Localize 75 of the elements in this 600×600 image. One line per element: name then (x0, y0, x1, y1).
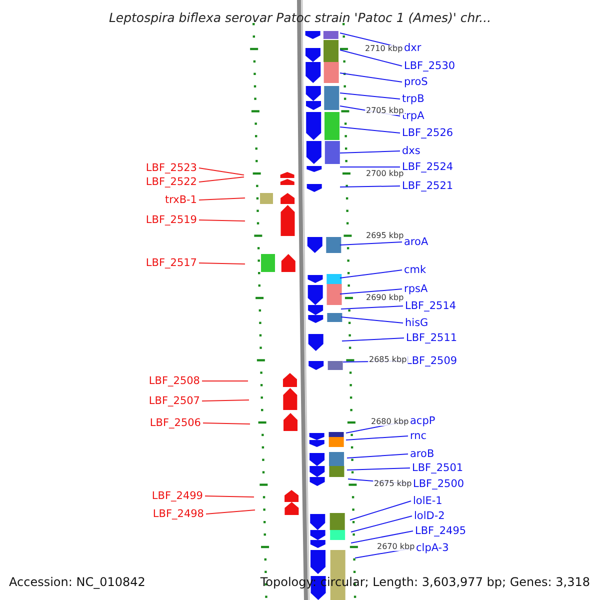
gene-label: acpP (410, 416, 436, 426)
leader-line (340, 72, 402, 82)
gene-label: trpA (402, 110, 424, 122)
gene-label: rpsA (404, 284, 428, 294)
gene-label: LBF_2522 (146, 176, 197, 188)
leader-line (340, 316, 404, 324)
gene-label: LBF_2524 (402, 162, 454, 172)
leader-line (342, 338, 404, 342)
leader-line (346, 468, 410, 470)
gene-label: LBF_2501 (412, 462, 464, 474)
scale-tick-label: 2685 kbp (368, 356, 408, 364)
leader-line (340, 186, 400, 188)
gene-label: LBF_2521 (402, 180, 454, 192)
gene-label: trpB (402, 94, 424, 104)
gene-label: LBF_2506 (150, 418, 201, 428)
gene-label: cmk (404, 264, 426, 276)
gene-label: LBF_2514 (405, 300, 456, 312)
leader-line (340, 50, 402, 66)
gene-label: hisG (405, 318, 428, 328)
leader-line (340, 126, 400, 134)
leader-line (340, 306, 404, 310)
gene-label: rnc (410, 430, 427, 442)
gene-label: LBF_2499 (152, 490, 203, 502)
scale-tick-label: 2690 kbp (365, 294, 405, 302)
leader-line (346, 454, 408, 458)
gene-label: dxs (402, 146, 420, 156)
gene-label: lolD-2 (414, 510, 445, 522)
gene-label: aroA (404, 236, 428, 248)
scale-tick-label: 2695 kbp (365, 232, 405, 240)
gene-label: lolE-1 (413, 496, 442, 506)
leader-line (340, 270, 402, 278)
gene-label: LBF_2495 (415, 526, 466, 536)
leader-line (198, 220, 246, 222)
leader-line (202, 380, 248, 382)
scale-tick-label: 2680 kbp (370, 418, 410, 426)
leader-line (346, 436, 408, 440)
scale-tick-label: 2700 kbp (365, 170, 405, 178)
leader-line (350, 516, 412, 532)
leader-line (340, 288, 402, 294)
leader-line (340, 242, 402, 246)
gene-label: LBF_2500 (413, 478, 464, 490)
gene-label: LBF_2511 (406, 332, 458, 344)
leader-line (198, 198, 246, 200)
gene-label: LBF_2517 (146, 258, 197, 268)
footer-text: Accession: NC_010842 (9, 576, 146, 588)
gene-label: LBF_2509 (406, 356, 458, 366)
leader-line (198, 262, 246, 264)
gene-label: LBF_2498 (152, 508, 204, 520)
leader-line (340, 150, 400, 154)
gene-label: LBF_2519 (146, 214, 197, 226)
leader-line (198, 168, 244, 176)
scale-tick-label: 2675 kbp (373, 480, 413, 488)
gene-label: dxr (404, 42, 422, 54)
leader-line (340, 92, 400, 100)
gene-label: LBF_2507 (148, 396, 200, 406)
map-title: Leptospira biflexa serovar Patoc strain 'Patoc 1 (Ames)' chr... (108, 12, 492, 24)
gene-label: clpA-3 (416, 542, 449, 554)
gene-label: LBF_2508 (148, 376, 200, 386)
leader-line (198, 176, 244, 182)
gene-label: LBF_2526 (402, 128, 454, 138)
gene-label: aroB (410, 448, 434, 460)
leader-line (206, 510, 256, 514)
leader-line (204, 496, 254, 498)
leader-line (350, 530, 414, 544)
leader-line (202, 400, 250, 402)
gene-label: trxB-1 (164, 194, 197, 206)
gene-label: proS (404, 76, 428, 88)
scale-tick-label: 2710 kbp (364, 45, 404, 53)
leader-line (202, 422, 250, 424)
leader-line (350, 500, 412, 520)
gene-label: LBF_2523 (146, 162, 197, 174)
leader-line (340, 166, 400, 168)
scale-tick-label: 2670 kbp (376, 543, 416, 551)
scale-tick-label: 2705 kbp (365, 107, 405, 115)
gene-label: LBF_2530 (404, 60, 456, 72)
